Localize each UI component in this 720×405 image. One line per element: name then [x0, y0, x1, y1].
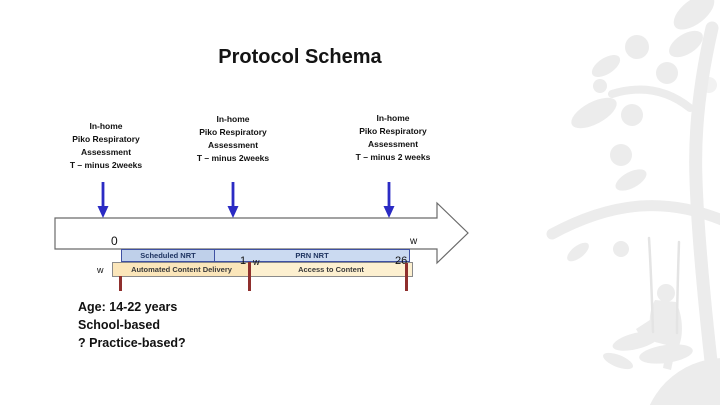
- prn-nrt-segment: PRN NRT: [215, 250, 409, 261]
- assessment-label-2: In-home Piko Respiratory Assessment T – …: [168, 113, 298, 165]
- assessment-1-line-4: T – minus 2weeks: [69, 160, 143, 170]
- down-arrow-icon-3: [383, 182, 395, 218]
- timeline-arrow: [54, 201, 469, 265]
- timeline-mid-label-fragment-1: 1: [240, 255, 247, 267]
- study-notes: Age: 14-22 years School-based ? Practice…: [78, 298, 338, 352]
- assessment-2-line-1: In-home: [216, 114, 250, 124]
- nrt-bar: Scheduled NRT PRN NRT: [121, 249, 410, 262]
- assessment-1-line-1: In-home: [89, 121, 123, 131]
- access-to-content-segment: Access to Content: [250, 263, 412, 276]
- assessment-3-line-4: T – minus 2 weeks: [355, 152, 431, 162]
- scheduled-nrt-segment: Scheduled NRT: [122, 250, 215, 261]
- timeline-start-label: 0: [111, 234, 118, 248]
- assessment-label-3: In-home Piko Respiratory Assessment T – …: [328, 112, 458, 164]
- timeline-end-label-fragment: 26: [395, 255, 408, 267]
- assessment-1-line-2: Piko Respiratory: [72, 134, 140, 144]
- note-age: Age: 14-22 years: [78, 300, 178, 314]
- assessment-3-line-1: In-home: [376, 113, 410, 123]
- assessment-2-line-4: T – minus 2weeks: [196, 153, 270, 163]
- assessment-2-line-3: Assessment: [207, 140, 259, 150]
- assessment-3-line-2: Piko Respiratory: [359, 126, 427, 136]
- down-arrow-icon-1: [97, 182, 109, 218]
- content-bar: Automated Content Delivery Access to Con…: [112, 262, 413, 277]
- timeline-left-week-fragment: w: [97, 265, 104, 275]
- note-practice-based: ? Practice-based?: [78, 336, 186, 350]
- milestone-tick-end: [405, 263, 408, 291]
- assessment-label-1: In-home Piko Respiratory Assessment T – …: [41, 120, 171, 172]
- assessment-1-line-3: Assessment: [80, 147, 132, 157]
- note-school-based: School-based: [78, 318, 160, 332]
- automated-content-delivery-segment: Automated Content Delivery: [113, 263, 250, 276]
- assessment-2-line-2: Piko Respiratory: [199, 127, 267, 137]
- milestone-tick-mid: [248, 262, 251, 291]
- page-title: Protocol Schema: [218, 46, 382, 68]
- assessment-3-line-3: Assessment: [367, 139, 419, 149]
- timeline-end-week-fragment: w: [410, 236, 418, 247]
- milestone-tick-start: [119, 276, 122, 291]
- down-arrow-icon-2: [227, 182, 239, 218]
- timeline-mid-label-fragment-2: w: [253, 257, 260, 267]
